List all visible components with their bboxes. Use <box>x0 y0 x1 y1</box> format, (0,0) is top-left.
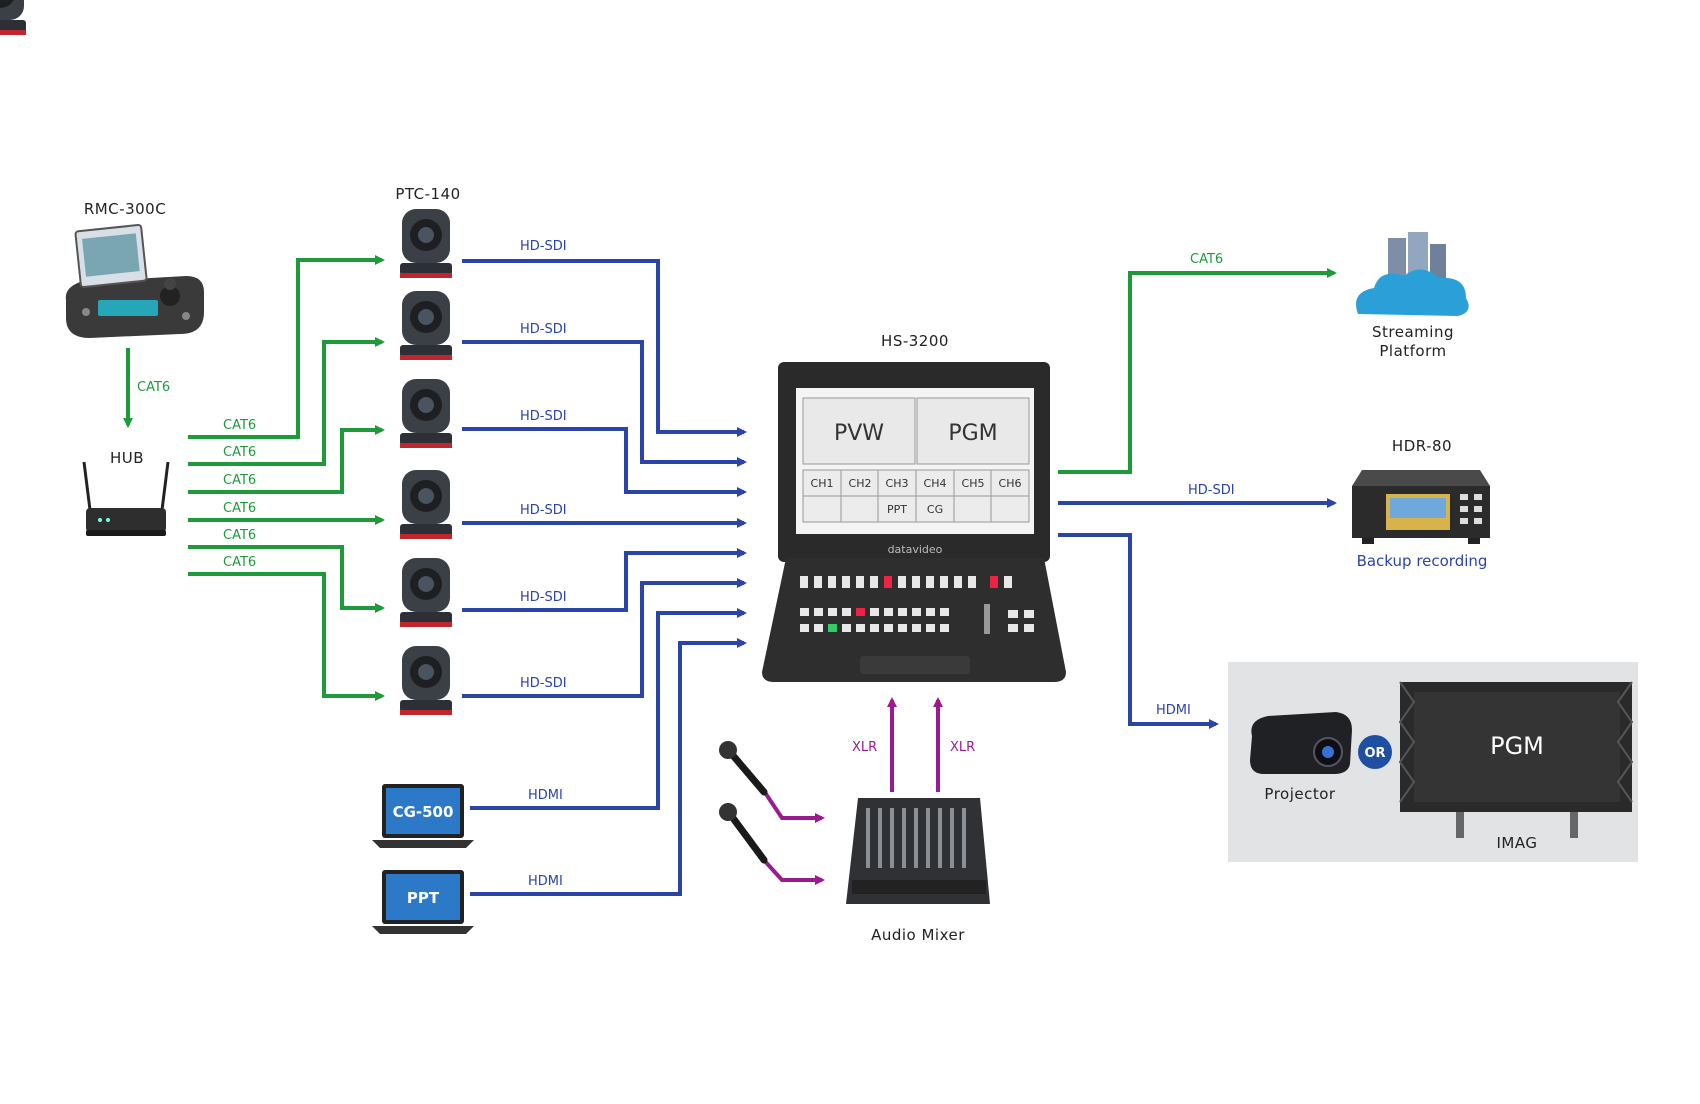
streaming-label-2: Platform <box>1379 342 1446 360</box>
cat6-label-5: CAT6 <box>223 528 256 543</box>
ptc-camera-icons <box>0 0 452 715</box>
xlr-label-left: XLR <box>852 740 877 755</box>
cat6-connections <box>123 255 1337 701</box>
rmc-controller-icon <box>65 224 205 338</box>
camera-1-to-switcher-link <box>462 259 747 437</box>
ptz-camera-3 <box>400 379 452 448</box>
cat6-label-1: CAT6 <box>223 418 256 433</box>
hub-to-camera-5-link <box>188 545 385 613</box>
hub-to-camera-1-link <box>188 255 385 439</box>
ptz-camera-5 <box>400 558 452 627</box>
hdsdi-label-hdr: HD-SDI <box>1188 483 1235 498</box>
screen-ch1: CH1 <box>811 477 834 490</box>
switcher-label: HS-3200 <box>881 332 949 350</box>
hub-label: HUB <box>110 449 144 467</box>
or-badge <box>1358 735 1392 769</box>
screen-ch6: CH6 <box>999 477 1022 490</box>
screen-ch4: CH4 <box>924 477 947 490</box>
brand-logo: datavideo <box>888 543 943 556</box>
camera-2-to-switcher-link <box>462 340 747 467</box>
ptc-label: PTC-140 <box>395 185 460 203</box>
hdmi-label-cg: HDMI <box>528 788 563 803</box>
hdr-label: HDR-80 <box>1392 437 1452 455</box>
camera-6-to-switcher-link <box>462 578 747 698</box>
screen-pgm-label: PGM <box>948 421 997 446</box>
cat6-label-6: CAT6 <box>223 555 256 570</box>
backup-recording-label: Backup recording <box>1357 552 1488 570</box>
projector-icon <box>1250 712 1352 774</box>
screen-pvw-label: PVW <box>834 421 884 446</box>
hdsdi-label-2: HD-SDI <box>520 322 567 337</box>
hdsdi-label-3: HD-SDI <box>520 409 567 424</box>
rmc-label: RMC-300C <box>84 200 166 218</box>
hdsdi-label-4: HD-SDI <box>520 503 567 518</box>
cg-laptop-label: CG-500 <box>393 803 454 821</box>
imag-screen-icon: PGM <box>1398 681 1634 838</box>
mic-2-to-mixer-link <box>760 856 825 885</box>
ppt-laptop-icon: PPT <box>372 870 474 934</box>
screen-ch2: CH2 <box>849 477 872 490</box>
projector-label: Projector <box>1264 785 1335 803</box>
audio-connections <box>760 697 943 885</box>
screen-ppt: PPT <box>887 503 907 516</box>
video-connections <box>462 259 1337 896</box>
imag-label: IMAG <box>1497 834 1538 852</box>
streaming-cloud-icon <box>1356 232 1469 316</box>
microphone-1-icon <box>719 741 768 796</box>
cg-laptop-icon: CG-500 <box>372 784 474 848</box>
ppt-laptop-label: PPT <box>407 889 440 907</box>
screen-ch3: CH3 <box>886 477 909 490</box>
camera-3-to-switcher-link <box>462 427 747 497</box>
ptz-camera-2 <box>400 291 452 360</box>
cg-to-switcher-link <box>470 608 747 810</box>
imag-screen-label: PGM <box>1490 732 1544 760</box>
hub-to-camera-2-link <box>188 337 385 466</box>
hdsdi-label-1: HD-SDI <box>520 239 567 254</box>
hdsdi-label-6: HD-SDI <box>520 676 567 691</box>
hub-to-camera-6-link <box>188 572 385 701</box>
ptz-camera-6 <box>400 646 452 715</box>
microphone-icons <box>719 741 768 864</box>
hdmi-label-imag: HDMI <box>1156 703 1191 718</box>
hub-to-camera-3-link <box>188 425 385 494</box>
hdr80-recorder-icon <box>1352 470 1490 544</box>
ptz-camera-1 <box>400 209 452 278</box>
camera-5-to-switcher-link <box>462 548 747 612</box>
streaming-label-1: Streaming <box>1372 323 1454 341</box>
mic-1-to-mixer-link <box>760 786 825 823</box>
hdsdi-label-5: HD-SDI <box>520 590 567 605</box>
cat6-label-streaming: CAT6 <box>1190 252 1223 267</box>
or-label: OR <box>1364 746 1385 761</box>
switcher-to-streaming-link <box>1058 268 1337 474</box>
cat6-label-2: CAT6 <box>223 445 256 460</box>
hs3200-switcher: PVW PGM CH1 CH2 CH3 CH4 CH5 CH6 PPT CG d… <box>762 362 1066 682</box>
xlr-label-right: XLR <box>950 740 975 755</box>
cat6-label-rmc: CAT6 <box>137 380 170 395</box>
audio-mixer-label: Audio Mixer <box>871 926 965 944</box>
ptz-camera-icon <box>0 0 26 35</box>
audio-mixer-icon <box>846 798 990 904</box>
switcher-to-imag-link <box>1058 533 1219 729</box>
ptz-camera-4 <box>400 470 452 539</box>
hub-router-icon <box>82 461 170 536</box>
microphone-2-icon <box>719 803 768 864</box>
cat6-label-4: CAT6 <box>223 501 256 516</box>
cat6-label-3: CAT6 <box>223 473 256 488</box>
ppt-to-switcher-link <box>470 638 747 896</box>
hdmi-label-ppt: HDMI <box>528 874 563 889</box>
screen-ch5: CH5 <box>962 477 985 490</box>
screen-cg: CG <box>927 503 943 516</box>
